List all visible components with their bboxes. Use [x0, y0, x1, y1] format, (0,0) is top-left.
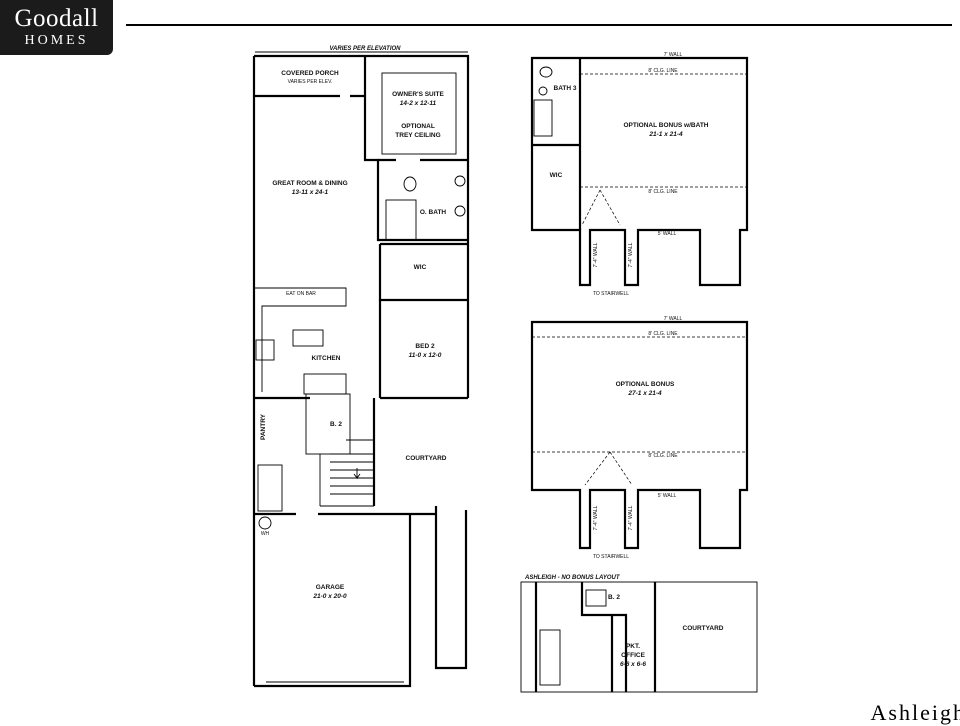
to-stairwell-label: TO STAIRWELL — [593, 291, 629, 297]
bath2-room — [305, 393, 351, 455]
bonus-plain-dim: 27-1 x 21-4 — [627, 390, 662, 397]
eat-on-bar-label: EAT ON BAR — [286, 291, 316, 297]
owners-suite-dim: 14-2 x 12-11 — [400, 100, 437, 107]
kitchen-sink-counter — [303, 373, 347, 395]
pkt-office-line1: PKT. — [626, 643, 640, 650]
kitchen-label: KITCHEN — [312, 355, 341, 362]
plain-side-wall-a: 7'-4" WALL — [593, 505, 599, 530]
bonus-bath-dim: 21-1 x 21-4 — [648, 131, 683, 138]
bath3-toilet — [539, 66, 553, 78]
varies-elevation-note: VARIES PER ELEVATION — [329, 46, 401, 52]
plain-to-stairwell: TO STAIRWELL — [593, 554, 629, 560]
plain-dormer-lines — [584, 451, 633, 486]
bath3-wic-walls — [532, 58, 582, 230]
range — [255, 339, 275, 361]
no-bonus-title: ASHLEIGH - NO BONUS LAYOUT — [524, 575, 621, 581]
covered-porch-label: COVERED PORCH — [281, 70, 339, 77]
no-bonus-walls — [534, 582, 657, 692]
stair-dormer-lines — [581, 189, 621, 226]
bed2-label: BED 2 — [415, 343, 435, 350]
bonus-bath-label: OPTIONAL BONUS w/BATH — [624, 122, 709, 129]
wall5-label: 5' WALL — [658, 231, 677, 237]
bath3-tub — [533, 99, 553, 137]
kitchen-counter — [254, 287, 347, 392]
no-bonus-frame — [520, 581, 758, 693]
courtyard-label: COURTYARD — [406, 455, 447, 462]
plain-wall7-label: 7' WALL — [664, 316, 683, 322]
no-bonus-layout: ASHLEIGH - NO BONUS LAYOUT B. 2 PKT. OFF… — [520, 575, 758, 693]
logo-brand: Goodall — [14, 5, 99, 32]
water-heater — [258, 516, 272, 530]
wic-label: WIC — [414, 264, 427, 271]
wic-walls — [378, 242, 468, 302]
lower-left-walls — [252, 396, 310, 686]
trey-ceiling-outline — [381, 72, 457, 155]
goodall-homes-logo[interactable]: Goodall HOMES — [0, 0, 113, 55]
bonus-plain-outline — [530, 320, 749, 550]
suite-wall — [363, 56, 468, 242]
sink-1 — [454, 175, 466, 187]
bonus-plain-label: OPTIONAL BONUS — [616, 381, 675, 388]
stair-arrow — [353, 468, 361, 480]
side-wall-b: 7'-4" WALL — [628, 242, 634, 267]
plain-clg8-lower-label: 8' CLG. LINE — [648, 453, 678, 459]
covered-porch-note: VARIES PER ELEV. — [288, 79, 333, 85]
garage-label: GARAGE — [316, 584, 345, 591]
plain-wall5-label: 5' WALL — [658, 493, 677, 499]
bonus-bath-outline — [530, 56, 749, 287]
toilet — [403, 176, 417, 192]
wall7-label: 7' WALL — [664, 52, 683, 58]
garage-dim: 21-0 x 20-0 — [312, 593, 347, 600]
bath3-sink — [538, 86, 548, 96]
side-wall-a: 7'-4" WALL — [593, 242, 599, 267]
no-bonus-laundry — [539, 629, 561, 686]
plain-side-wall-b: 7'-4" WALL — [628, 505, 634, 530]
trey-label-line2: TREY CEILING — [395, 132, 440, 139]
stair-treads — [330, 453, 374, 495]
first-floor-plan: VARIES PER ELEVATION COVERED PORCH VARIE… — [252, 46, 470, 688]
pkt-office-line2: OFFICE — [621, 652, 645, 659]
bed2-walls — [378, 300, 468, 400]
header-rule — [126, 24, 952, 26]
stair-enclosure — [319, 439, 375, 507]
no-bonus-courtyard-label: COURTYARD — [683, 625, 724, 632]
clg8-lower-label: 8' CLG. LINE — [648, 189, 678, 195]
sink-2 — [454, 205, 466, 217]
trey-label-line1: OPTIONAL — [401, 123, 435, 130]
great-room-dim: 13-11 x 24-1 — [292, 189, 329, 196]
upper-wic-label: WIC — [550, 172, 563, 179]
clg8-label: 8' CLG. LINE — [648, 68, 678, 74]
pkt-office-dim: 6-6 x 6-6 — [620, 661, 646, 668]
pantry-label: PANTRY — [260, 413, 267, 440]
owner-bath-label: O. BATH — [420, 209, 447, 216]
bed2-dim: 11-0 x 12-0 — [409, 352, 442, 359]
owners-suite-label: OWNER'S SUITE — [392, 91, 444, 98]
bonus-plain-plan: 7' WALL 8' CLG. LINE OPTIONAL BONUS 27-1… — [530, 316, 749, 560]
plain-clg8-label: 8' CLG. LINE — [648, 331, 678, 337]
shower — [385, 199, 417, 241]
courtyard-walls — [372, 398, 468, 670]
no-bonus-tub — [585, 589, 607, 607]
no-bonus-b2-label: B. 2 — [608, 594, 620, 601]
water-heater-label: WH — [261, 531, 270, 537]
bath2-label: B. 2 — [330, 421, 342, 428]
logo-subtitle: HOMES — [24, 33, 89, 48]
great-room-label: GREAT ROOM & DINING — [272, 180, 347, 187]
upper-outer-walls — [252, 54, 470, 398]
bath3-label: BATH 3 — [554, 85, 577, 92]
kitchen-island — [292, 329, 324, 347]
laundry — [257, 464, 283, 512]
bonus-with-bath-plan: 7' WALL 8' CLG. LINE BATH 3 OPTIONAL BON… — [530, 52, 749, 297]
garage-walls — [254, 512, 436, 688]
